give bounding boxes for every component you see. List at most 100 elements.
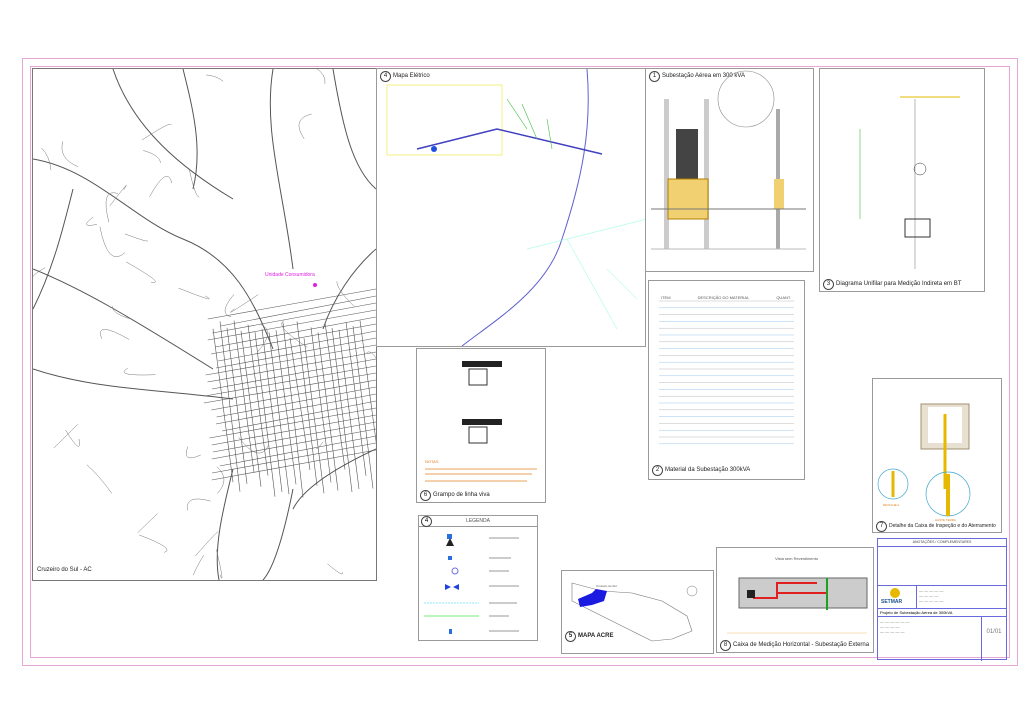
panel-number: 7	[876, 521, 887, 532]
panel-number: 8	[720, 640, 731, 651]
road	[332, 69, 376, 190]
road	[336, 281, 355, 307]
substation-title: Subestação Aérea em 300 kVA	[662, 73, 745, 79]
sheet-number: 01/01	[986, 629, 1002, 635]
acre-map-drawing	[571, 582, 698, 642]
road	[212, 328, 234, 483]
road	[316, 441, 324, 450]
road	[220, 295, 376, 327]
road	[209, 407, 376, 439]
grounding-drawing	[877, 403, 971, 517]
road	[257, 323, 268, 353]
road	[211, 358, 376, 390]
road	[212, 302, 376, 334]
panel-number: 4	[380, 71, 391, 82]
col-description: DESCRIÇÃO DO MATERIAL	[697, 295, 750, 300]
legend-symbols	[424, 534, 519, 634]
road	[211, 428, 376, 460]
road	[33, 188, 74, 310]
road	[211, 442, 376, 474]
road	[182, 69, 198, 190]
title-block: ANOTAÇÕES / COMPLEMENTARES SETMAR — — — …	[877, 538, 1007, 661]
road	[230, 294, 259, 313]
road	[215, 393, 376, 425]
road	[149, 175, 173, 197]
road	[216, 337, 376, 369]
road	[345, 322, 367, 476]
detail-b-label: HASTE TERRA	[935, 518, 956, 522]
road	[331, 327, 353, 493]
road	[99, 226, 126, 258]
road	[141, 123, 172, 141]
road	[296, 321, 318, 486]
road	[124, 233, 148, 242]
road	[137, 513, 158, 534]
legend-panel: LEGENDA 4	[418, 515, 538, 641]
road	[366, 351, 376, 359]
road	[317, 332, 339, 491]
road	[207, 309, 376, 341]
panel-number: 4	[421, 516, 432, 527]
panel-number: 2	[652, 465, 663, 476]
col-item: ITEM	[661, 295, 671, 300]
road	[352, 325, 374, 489]
road	[211, 414, 376, 446]
road	[262, 488, 294, 580]
road	[268, 332, 290, 495]
road	[327, 563, 343, 575]
consumer-unit-label: Unidade Consumidora	[265, 272, 315, 278]
road	[33, 268, 214, 370]
road	[303, 338, 325, 494]
road	[218, 330, 376, 362]
road	[206, 74, 224, 82]
road	[238, 437, 269, 454]
road	[207, 288, 376, 320]
title-block-header: ANOTAÇÕES / COMPLEMENTARES	[878, 539, 1006, 547]
material-title: Material da Subestação 300kVA	[665, 467, 751, 473]
road	[269, 69, 294, 270]
road	[233, 320, 255, 473]
road	[185, 446, 201, 459]
city-label: Cruzeiro do Sul - AC	[37, 567, 92, 573]
road	[240, 330, 262, 487]
electric-map-title: Mapa Elétrico	[393, 73, 430, 79]
city-map-panel: Cruzeiro do Sul - AC Unidade Consumidora	[32, 68, 377, 581]
clamp-notes-title: NOTAS	[425, 459, 439, 464]
panel-number: 5	[565, 631, 576, 642]
road	[210, 323, 376, 355]
road	[105, 192, 119, 223]
road	[216, 468, 234, 580]
legend-title: LEGENDA	[466, 518, 490, 524]
road	[310, 327, 332, 483]
road	[338, 329, 360, 490]
road	[65, 429, 80, 447]
road	[192, 555, 204, 576]
clamp-drawing	[425, 361, 537, 482]
road	[203, 372, 376, 404]
road	[211, 449, 376, 481]
road	[33, 267, 46, 277]
single-line-title: Diagrama Unifilar para Medição Indireta …	[836, 281, 962, 287]
road	[86, 216, 97, 226]
road	[143, 150, 161, 163]
road	[61, 141, 79, 168]
road	[188, 168, 200, 198]
road	[224, 294, 235, 317]
road	[216, 549, 223, 579]
panel-number: 3	[823, 279, 834, 290]
road	[186, 498, 211, 511]
road	[33, 368, 234, 400]
road	[226, 327, 248, 484]
road	[282, 322, 304, 498]
road	[215, 316, 376, 348]
consumer-unit-marker	[313, 283, 317, 287]
meter-box-subtitle: Vista sem Revestimento	[775, 556, 819, 561]
clamp-title: Grampo de linha viva	[433, 492, 490, 498]
road	[322, 248, 376, 330]
road	[298, 113, 312, 139]
